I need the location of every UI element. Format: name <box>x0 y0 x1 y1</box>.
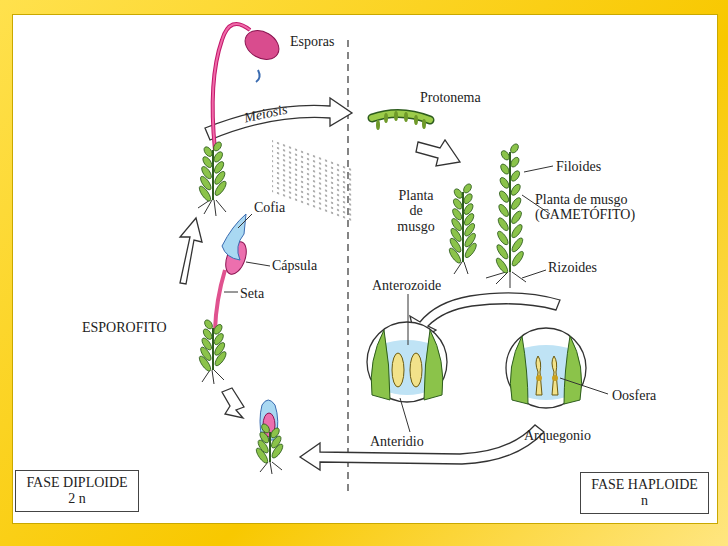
phase-box: FASE HAPLOIDEn <box>580 472 709 514</box>
phase-title: FASE DIPLOIDE <box>24 475 130 491</box>
part-label: Cápsula <box>272 258 317 273</box>
part-label: Filoides <box>556 159 601 174</box>
part-label: Planta de musgo <box>392 188 440 234</box>
ploidy-label: n <box>589 493 700 509</box>
part-label: Esporas <box>290 34 334 49</box>
part-label: Planta de musgo (GAMETÓFITO) <box>535 192 635 223</box>
part-label: Oosfera <box>612 388 656 403</box>
ploidy-label: 2 n <box>24 491 130 507</box>
part-label: Anterozoide <box>372 278 441 293</box>
panel <box>12 14 718 524</box>
part-label: ESPOROFITO <box>82 320 167 335</box>
part-label: Seta <box>240 286 264 301</box>
part-label: Anteridio <box>370 434 424 449</box>
part-label: Rizoides <box>548 260 597 275</box>
phase-box: FASE DIPLOIDE2 n <box>15 470 139 512</box>
part-label: Cofia <box>254 200 285 215</box>
phase-title: FASE HAPLOIDE <box>589 477 700 493</box>
part-label: Arquegonio <box>524 428 591 443</box>
part-label: Protonema <box>420 90 481 105</box>
